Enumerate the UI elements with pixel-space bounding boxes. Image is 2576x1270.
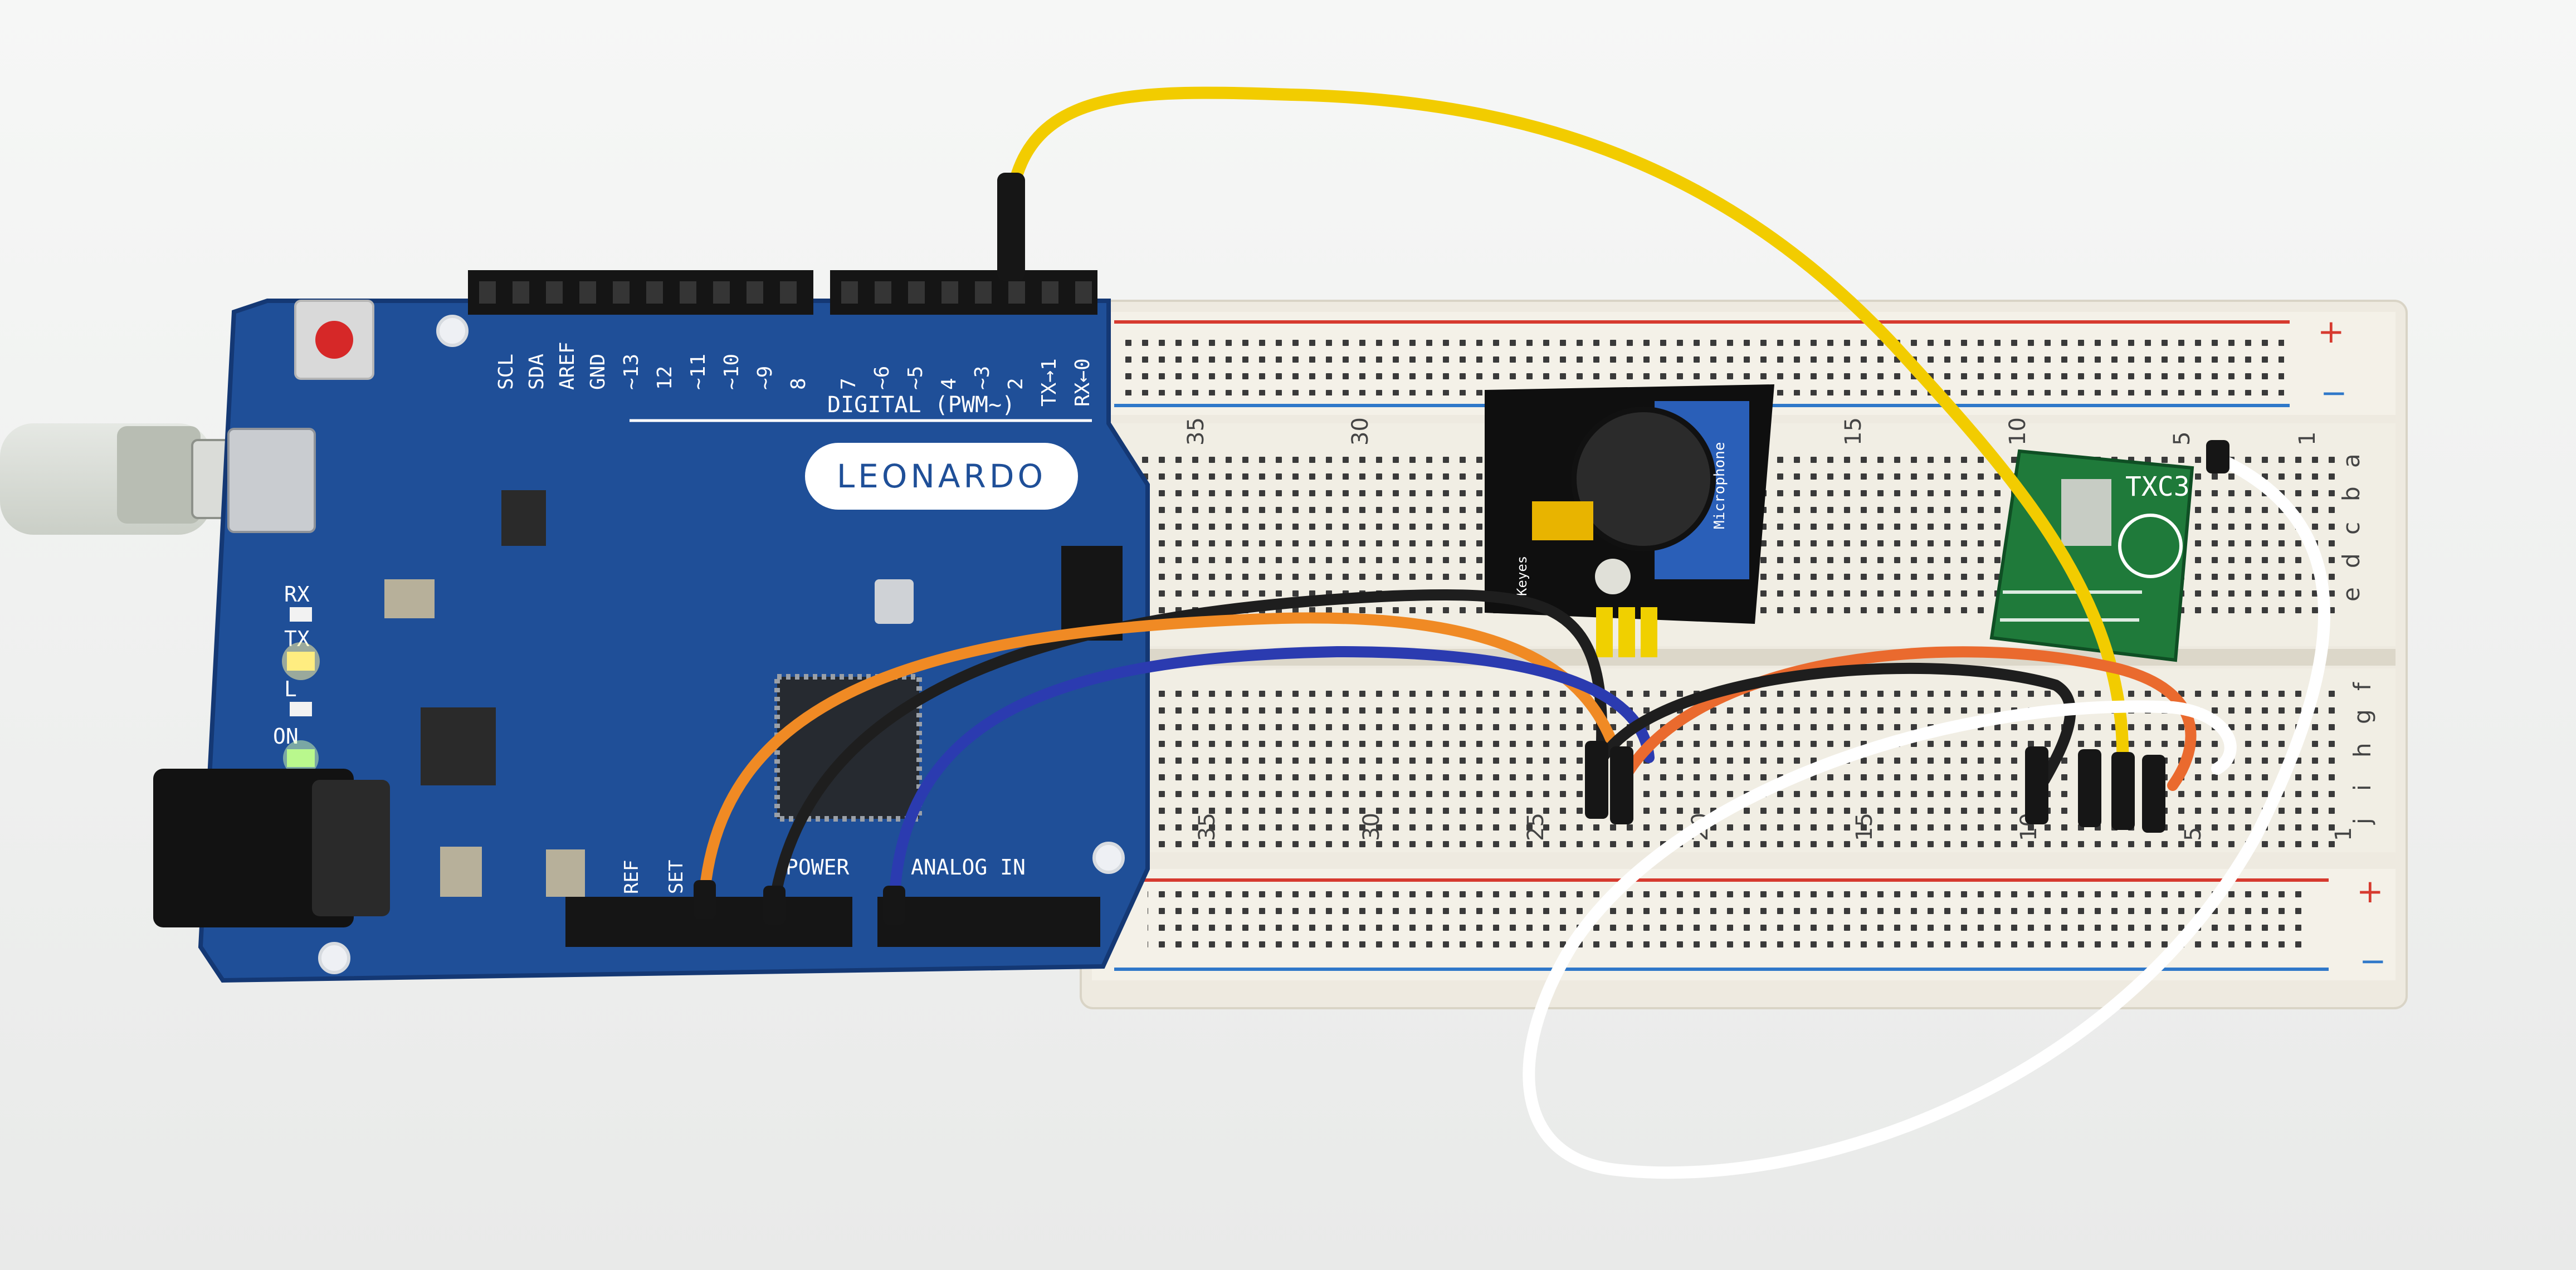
- pin-label: ~6: [871, 366, 894, 390]
- pin-label: ~3: [971, 366, 994, 390]
- micro-usb-port: [227, 428, 316, 533]
- pin-label: 8: [787, 378, 810, 390]
- small-chip: [501, 490, 546, 546]
- pin-label: ~5: [904, 366, 927, 390]
- dc-power-jack: [153, 769, 354, 927]
- wire-yellow: [1003, 86, 2129, 775]
- col-num-bottom: 5: [2180, 827, 2206, 841]
- arduino-leonardo-board: SCL SDA AREF GND ~13 12 ~11 ~10 ~9 8 7 ~…: [153, 270, 1150, 983]
- microphone-capsule: [1571, 407, 1716, 551]
- rf-globe-logo: [2118, 514, 2183, 578]
- bottom-label-analog: ANALOG IN: [911, 855, 1026, 880]
- sensor-label: Microphone: [1711, 442, 1728, 529]
- pin-label: 12: [653, 366, 676, 390]
- breadboard: 35 30 25 20 15 10 5 1 35 30 25 20 15 10 …: [1080, 300, 2408, 1009]
- col-num-bottom: 15: [1852, 813, 1877, 841]
- wire-white: [1523, 451, 2331, 1179]
- reset-button-cap[interactable]: [315, 321, 353, 359]
- analog-header: [877, 897, 1100, 947]
- capacitor: [440, 847, 482, 897]
- mounting-hole: [1092, 842, 1125, 874]
- wire-orange-red: [1621, 646, 2197, 791]
- pin-label: RX←0: [1071, 358, 1094, 407]
- l-led: [290, 702, 312, 716]
- col-num-top: 35: [1183, 417, 1209, 446]
- row-letter: d: [2338, 553, 2365, 568]
- col-num-top: 10: [2005, 417, 2031, 446]
- rail-plus-marker: +: [2357, 872, 2384, 910]
- yellow-wire-plug: [997, 173, 1025, 281]
- row-letter: b: [2338, 486, 2365, 501]
- capacitor: [546, 849, 585, 897]
- bottom-label-ref: REF: [621, 860, 643, 894]
- rf-crystal: [2061, 479, 2111, 546]
- sensor-brand: Keyes: [1514, 556, 1530, 596]
- mounting-hole: [318, 942, 350, 974]
- col-num-bottom: 35: [1194, 813, 1220, 841]
- pin-label: 2: [1004, 378, 1027, 390]
- pin-label: SCL: [495, 354, 518, 390]
- row-letter: i: [2349, 784, 2376, 791]
- pin-label: 7: [837, 378, 860, 390]
- rail-minus-marker: −: [2320, 374, 2348, 412]
- rx-led: [290, 607, 312, 622]
- rail-plus-marker: +: [2318, 312, 2345, 350]
- pin-label: AREF: [556, 341, 579, 390]
- col-num-top: 30: [1348, 417, 1373, 446]
- col-num-bottom: 25: [1523, 813, 1549, 841]
- trimmer-pot: [1595, 559, 1631, 594]
- rail-minus-marker: −: [2359, 942, 2387, 980]
- row-letter: e: [2338, 587, 2365, 602]
- col-num-bottom: 1: [2331, 827, 2357, 841]
- crystal: [875, 579, 914, 624]
- col-num-top: 1: [2295, 432, 2320, 446]
- pin-label: TX→1: [1038, 358, 1061, 407]
- pin-label: SDA: [525, 354, 548, 390]
- board-name: LEONARDO: [837, 457, 1046, 495]
- capacitor: [384, 579, 435, 618]
- col-num-top: 15: [1841, 417, 1866, 446]
- col-num-top: 5: [2169, 432, 2195, 446]
- row-letter: f: [2349, 682, 2376, 691]
- board-name-badge: [805, 443, 1078, 510]
- row-letter: c: [2338, 522, 2365, 535]
- wire-black-right: [1588, 662, 2076, 785]
- col-num-bottom: 30: [1359, 813, 1384, 841]
- pin-label: ~10: [720, 354, 743, 390]
- bottom-label-set: SET: [665, 860, 687, 894]
- row-letter: g: [2349, 709, 2376, 724]
- wire-black: [769, 589, 1608, 908]
- bottom-label-power: POWER: [786, 855, 850, 880]
- regulator-chip: [421, 707, 496, 785]
- pin-label: ~13: [620, 354, 643, 390]
- led-label-l: L: [284, 677, 297, 701]
- pin-label: ~9: [754, 366, 777, 390]
- rf-transmitter-module: TXC3: [1989, 449, 2194, 662]
- jumper-wires: [694, 86, 2331, 1179]
- row-letter: j: [2349, 818, 2376, 825]
- pin-label: GND: [587, 354, 609, 390]
- row-letter: a: [2338, 453, 2365, 468]
- rf-module-label: TXC3: [2125, 471, 2190, 502]
- pin-label: 4: [938, 378, 960, 390]
- pin-label: ~11: [687, 354, 710, 390]
- row-letter: h: [2349, 743, 2376, 758]
- mounting-hole: [436, 315, 469, 347]
- microphone-sensor-module: Microphone Keyes: [1485, 384, 1774, 657]
- wire-blue: [889, 646, 1655, 908]
- digital-label: DIGITAL (PWM~): [827, 392, 1015, 418]
- led-label-rx: RX: [284, 582, 310, 607]
